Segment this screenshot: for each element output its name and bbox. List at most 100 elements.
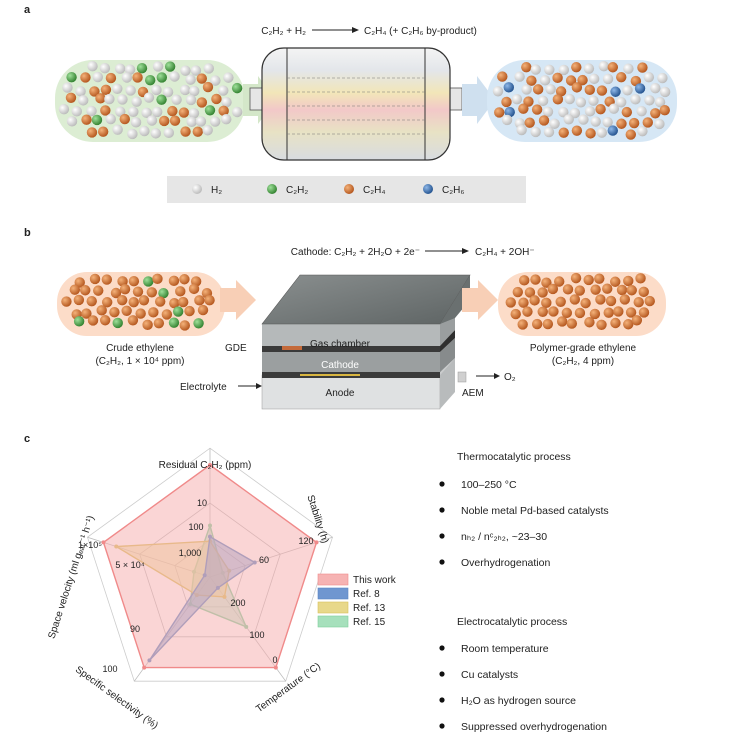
molecule-h2 xyxy=(105,113,116,125)
molecule-h2 xyxy=(128,106,139,117)
molecule-h2 xyxy=(221,96,232,108)
molecule-h2 xyxy=(104,93,115,105)
molecule-c2h4 xyxy=(613,306,624,317)
molecule-h2 xyxy=(514,71,525,82)
molecule-c2h4 xyxy=(153,317,165,329)
molecule-c2h4 xyxy=(583,274,594,286)
molecule-c2h4 xyxy=(117,276,128,287)
gde-label: GDE xyxy=(225,343,247,354)
molecule-c2h4 xyxy=(610,317,621,329)
electrolyte-label: Electrolyte xyxy=(180,382,227,393)
molecule-h2 xyxy=(188,108,200,119)
radar-legend-swatch xyxy=(317,615,349,628)
product-gas-molecules-a xyxy=(492,61,671,140)
molecule-h2 xyxy=(588,95,599,106)
molecule-h2 xyxy=(92,71,104,83)
molecule-c2h4 xyxy=(610,276,621,287)
cathode-reaction-left: Cathode: C₂H₂ + 2H₂O + 2e⁻ xyxy=(291,247,420,258)
anode-label: Anode xyxy=(326,388,355,399)
polymer-concentration: (C₂H₂, 4 ppm) xyxy=(552,356,614,367)
molecule-c2h4 xyxy=(93,285,104,296)
molecule-h2 xyxy=(602,117,613,128)
molecule-h2 xyxy=(657,72,668,84)
molecule-c2h4 xyxy=(621,106,633,118)
molecule-c2h4 xyxy=(518,297,529,308)
molecule-c2h4 xyxy=(127,315,139,326)
molecule-c2h4 xyxy=(571,61,582,73)
molecule-c2h4 xyxy=(101,274,113,285)
molecule-h2 xyxy=(558,64,570,76)
molecule-c2h4 xyxy=(194,295,205,306)
molecule-h2 xyxy=(210,75,221,86)
molecule-c2h4 xyxy=(96,305,107,316)
molecule-h2 xyxy=(644,95,655,106)
molecule-h2 xyxy=(87,61,98,72)
molecule-h2 xyxy=(169,71,180,82)
molecule-c2h4 xyxy=(589,308,601,320)
legend-swatch-c2h2 xyxy=(267,184,277,194)
radar-axis-label: Residual C₂H₂ (ppm) xyxy=(159,460,252,471)
molecule-c2h4 xyxy=(530,274,541,285)
molecule-c2h2 xyxy=(73,316,85,327)
aem-label: AEM xyxy=(462,388,484,399)
molecule-h2 xyxy=(180,65,191,76)
list-item: Room temperature xyxy=(461,643,549,655)
molecule-h2 xyxy=(564,93,575,105)
molecule-c2h2 xyxy=(91,114,103,126)
panel-c-label: c xyxy=(24,433,30,445)
molecule-c2h4 xyxy=(86,295,97,307)
molecule-c2h4 xyxy=(180,126,191,137)
molecule-h2 xyxy=(543,126,555,138)
molecule-h2 xyxy=(114,63,126,74)
molecule-c2h4 xyxy=(616,284,628,296)
molecule-h2 xyxy=(112,124,123,135)
molecule-c2h4 xyxy=(659,104,670,116)
molecule-c2h4 xyxy=(522,306,533,317)
list-item: H₂O as hydrogen source xyxy=(461,695,576,707)
molecule-h2 xyxy=(195,116,207,127)
bullet xyxy=(439,697,445,703)
molecule-c2h4 xyxy=(152,273,163,285)
molecule-c2h4 xyxy=(585,128,596,139)
molecule-c2h4 xyxy=(178,107,190,118)
molecule-h2 xyxy=(141,107,152,119)
molecule-c2h4 xyxy=(596,85,608,96)
molecule-c2h4 xyxy=(89,273,101,285)
molecule-c2h4 xyxy=(538,115,550,126)
molecule-c2h4 xyxy=(574,285,585,296)
radar-tick: 100 xyxy=(188,522,203,532)
molecule-c2h4 xyxy=(135,308,146,319)
molecule-c2h4 xyxy=(552,72,563,84)
molecule-c2h4 xyxy=(138,295,150,306)
molecule-c2h4 xyxy=(537,287,548,298)
molecule-c2h4 xyxy=(89,86,100,97)
molecule-c2h4 xyxy=(86,127,98,138)
legend-swatch-c2h6 xyxy=(423,184,433,194)
molecule-c2h4 xyxy=(87,315,99,326)
molecule-c2h4 xyxy=(179,274,190,285)
product-arrow-a xyxy=(462,76,495,124)
molecule-h2 xyxy=(530,64,541,75)
molecule-c2h4 xyxy=(132,286,144,297)
radar-tick: 1,000 xyxy=(179,548,202,558)
molecule-c2h4 xyxy=(494,107,505,118)
molecule-c2h4 xyxy=(595,103,606,115)
molecule-c2h4 xyxy=(161,309,173,320)
molecule-c2h2 xyxy=(136,62,148,74)
feed-gas-molecules xyxy=(58,61,243,140)
molecule-c2h4 xyxy=(541,277,552,288)
molecule-c2h2 xyxy=(156,72,168,83)
cathode-label: Cathode xyxy=(321,360,359,371)
molecule-h2 xyxy=(185,74,196,85)
molecule-h2 xyxy=(501,114,513,126)
o2-arrowhead xyxy=(494,373,500,379)
molecule-h2 xyxy=(186,116,197,128)
radar-axis-label: Temperature (°C) xyxy=(254,661,323,715)
molecule-c2h4 xyxy=(101,297,113,308)
molecule-h2 xyxy=(171,94,182,105)
molecule-c2h4 xyxy=(623,319,634,330)
crude-title: Crude ethylene xyxy=(106,343,174,354)
molecule-h2 xyxy=(127,128,138,140)
